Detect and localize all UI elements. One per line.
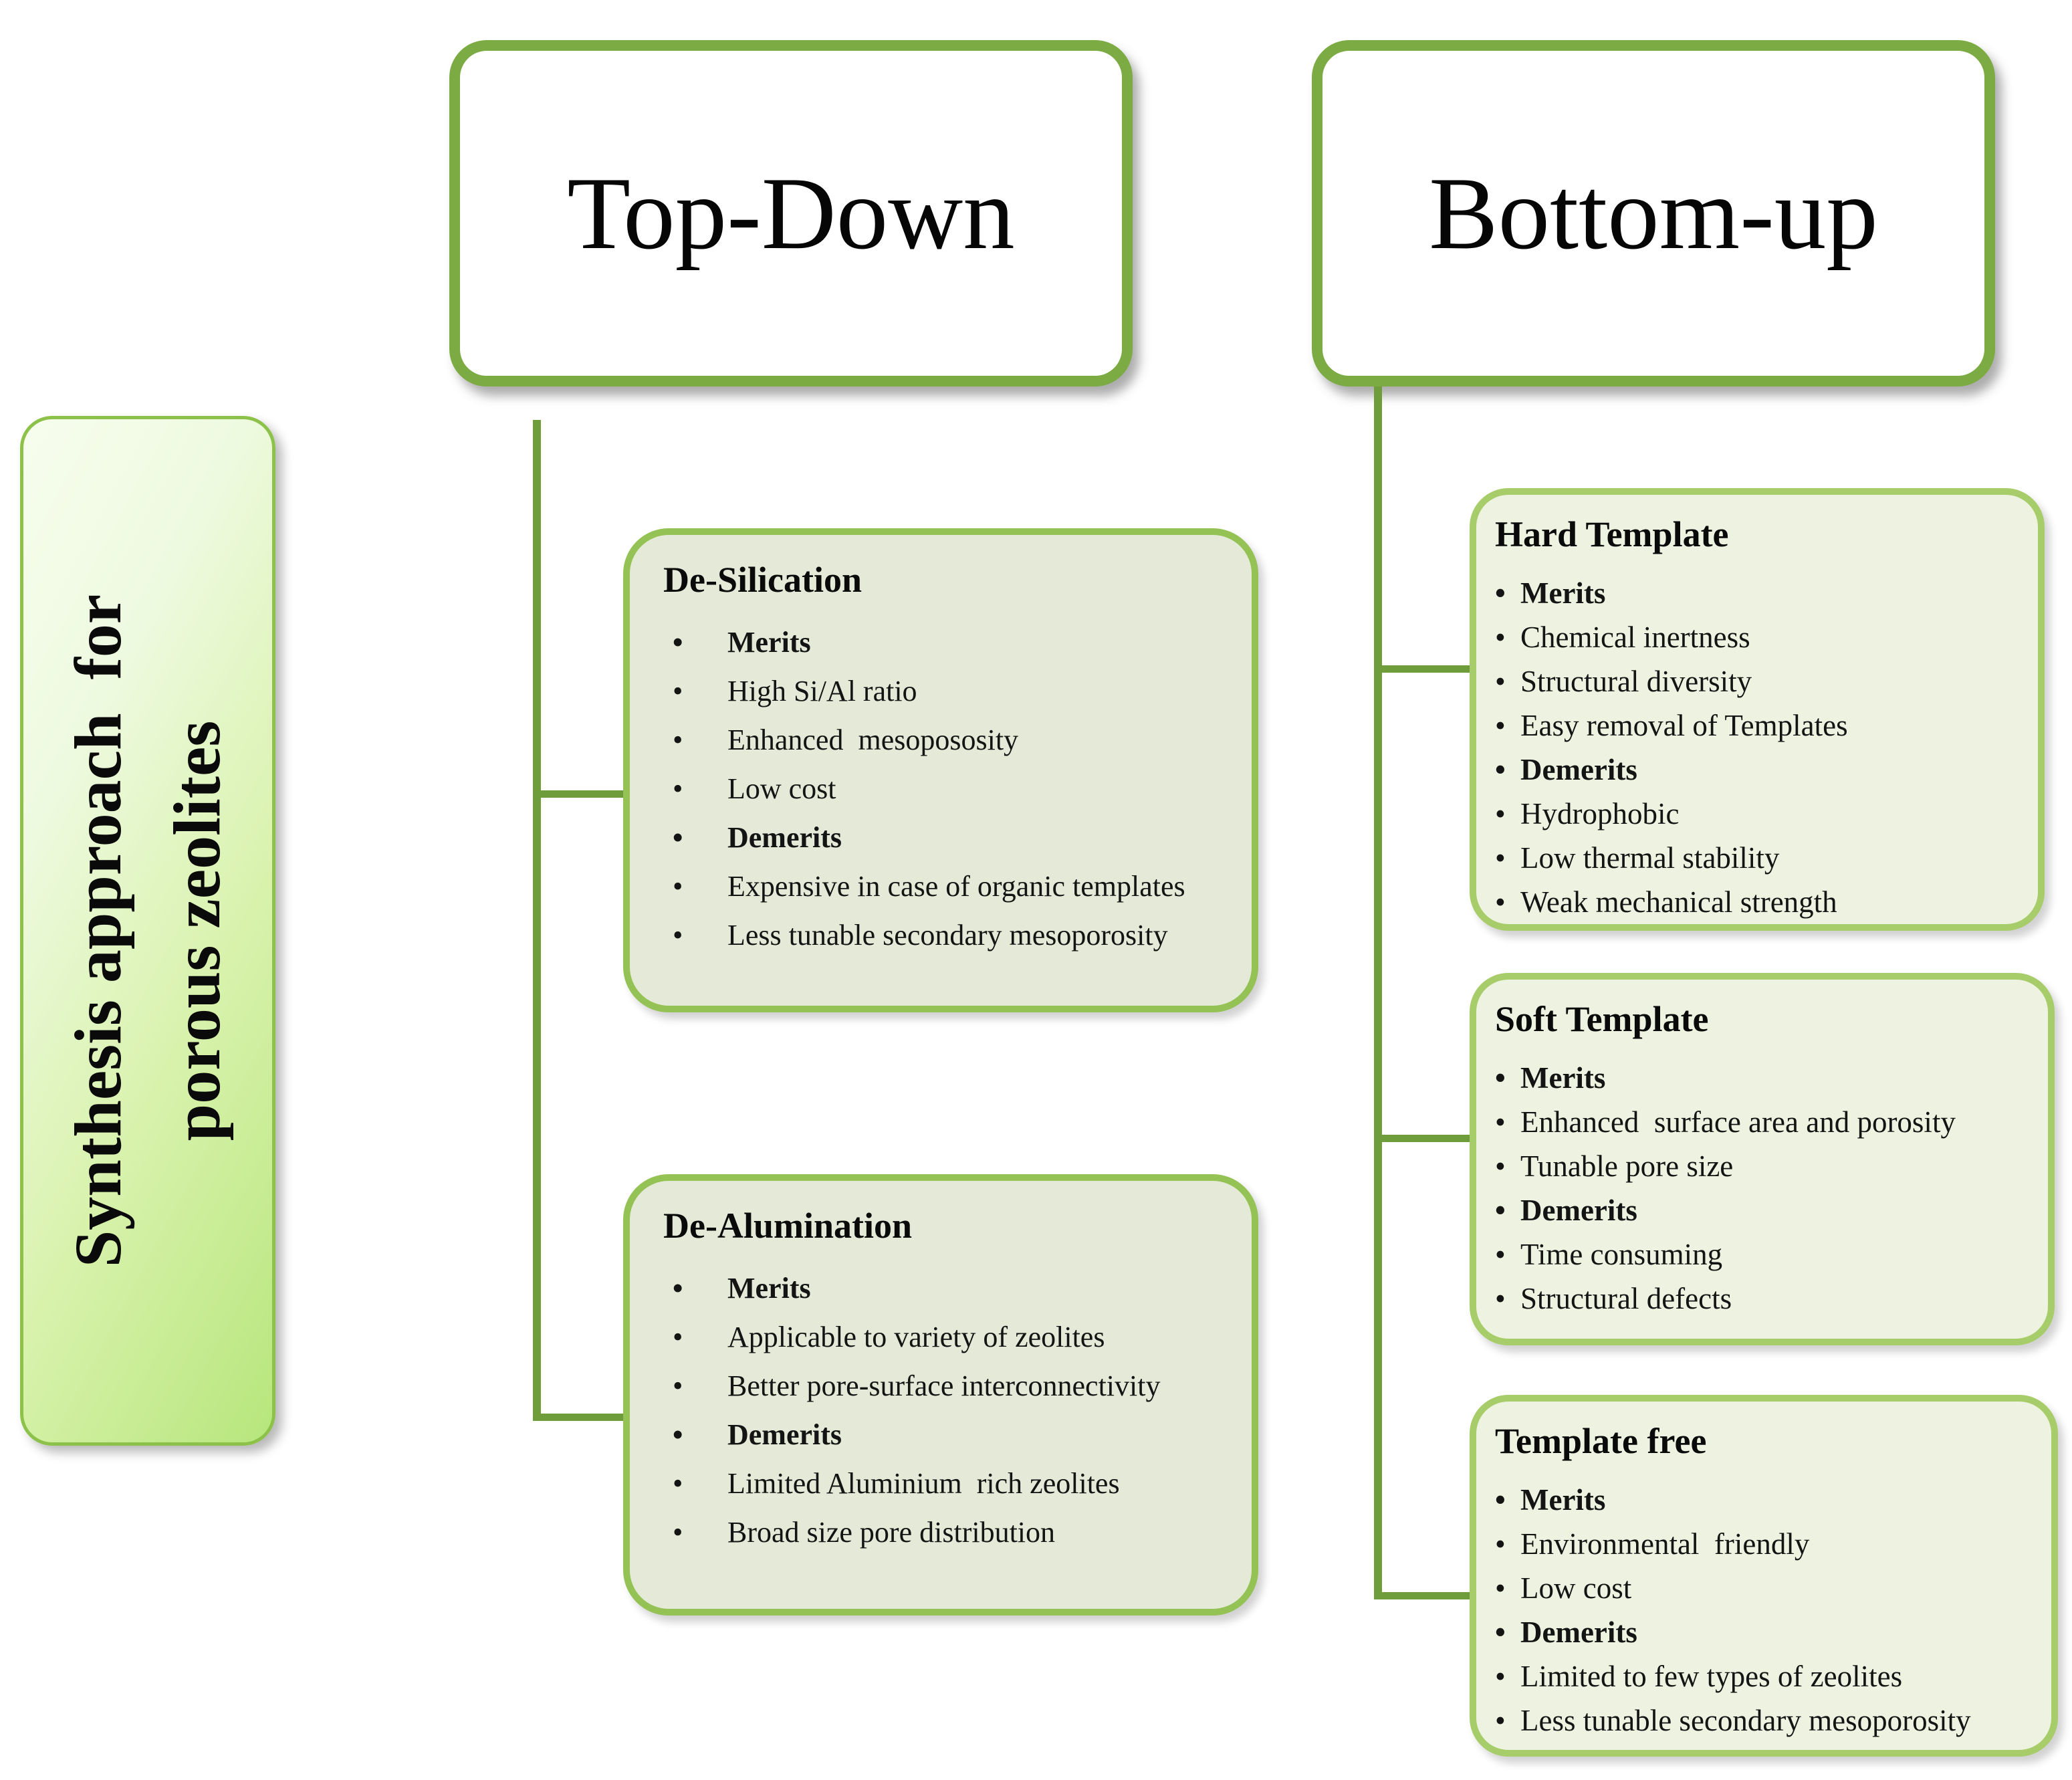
list-item: Weak mechanical strength (1495, 880, 2025, 924)
list-item: Low thermal stability (1495, 836, 2025, 880)
list-item: Applicable to variety of zeolites (663, 1313, 1232, 1361)
box-de-alumination: De-Alumination Merits Applicable to vari… (623, 1174, 1258, 1616)
box-hard-template: Hard Template Merits Chemical inertness … (1470, 488, 2045, 931)
list-item: Merits (1495, 1056, 2035, 1100)
header-bottom-up: Bottom-up (1312, 40, 1995, 386)
list-item: Structural diversity (1495, 659, 2025, 703)
side-title-text: Synthesis approach for porous zeolites (49, 419, 247, 1442)
connector-branch-soft-template (1378, 1135, 1472, 1142)
list-item: Enhanced mesopososity (663, 715, 1232, 764)
list-item: Tunable pore size (1495, 1144, 2035, 1188)
list-item: Low cost (663, 764, 1232, 813)
list-item: Limited to few types of zeolites (1495, 1654, 2038, 1698)
header-top-down: Top-Down (449, 40, 1133, 386)
box-de-alumination-list: Merits Applicable to variety of zeolites… (663, 1264, 1232, 1557)
list-item: Time consuming (1495, 1232, 2035, 1276)
side-title-line2: porous zeolites (160, 720, 234, 1141)
list-item: High Si/Al ratio (663, 667, 1232, 715)
list-item: Merits (663, 618, 1232, 667)
list-item: Demerits (1495, 1610, 2038, 1654)
box-template-free-title: Template free (1495, 1421, 1707, 1461)
list-item: Less tunable secondary mesoporosity (663, 911, 1232, 960)
box-hard-template-title: Hard Template (1495, 514, 1729, 554)
list-item: Expensive in case of organic templates (663, 862, 1232, 911)
box-de-alumination-title: De-Alumination (663, 1206, 913, 1246)
box-soft-template-title: Soft Template (1495, 999, 1709, 1039)
connector-branch-de-silication (537, 790, 625, 798)
list-item: Structural defects (1495, 1276, 2035, 1321)
list-item: Chemical inertness (1495, 615, 2025, 659)
list-item: Environmental friendly (1495, 1522, 2038, 1566)
header-bottom-up-label: Bottom-up (1429, 155, 1878, 271)
list-item: Demerits (1495, 748, 2025, 792)
list-item: Merits (663, 1264, 1232, 1313)
box-template-free-list: Merits Environmental friendly Low cost D… (1495, 1478, 2038, 1743)
connector-bottom-up-trunk (1374, 386, 1382, 1599)
side-title-panel: Synthesis approach for porous zeolites (20, 416, 275, 1446)
list-item: Limited Aluminium rich zeolites (663, 1459, 1232, 1508)
list-item: Merits (1495, 1478, 2038, 1522)
list-item: Less tunable secondary mesoporosity (1495, 1698, 2038, 1743)
side-title-line1: Synthesis approach for (61, 594, 135, 1268)
list-item: Easy removal of Templates (1495, 703, 2025, 748)
box-soft-template: Soft Template Merits Enhanced surface ar… (1470, 973, 2055, 1345)
list-item: Hydrophobic (1495, 792, 2025, 836)
list-item: Enhanced surface area and porosity (1495, 1100, 2035, 1144)
list-item: Demerits (663, 813, 1232, 862)
connector-branch-hard-template (1378, 665, 1472, 673)
list-item: Broad size pore distribution (663, 1508, 1232, 1557)
box-de-silication-title: De-Silication (663, 560, 862, 600)
list-item: Demerits (663, 1410, 1232, 1459)
box-de-silication-list: Merits High Si/Al ratio Enhanced mesopos… (663, 618, 1232, 960)
connector-top-down-trunk (533, 420, 541, 1421)
list-item: Better pore-surface interconnectivity (663, 1361, 1232, 1410)
list-item: Demerits (1495, 1188, 2035, 1232)
list-item: Low cost (1495, 1566, 2038, 1610)
box-template-free: Template free Merits Environmental frien… (1470, 1395, 2058, 1757)
connector-branch-template-free (1374, 1592, 1472, 1599)
box-soft-template-list: Merits Enhanced surface area and porosit… (1495, 1056, 2035, 1321)
connector-branch-de-alumination (533, 1414, 625, 1421)
box-de-silication: De-Silication Merits High Si/Al ratio En… (623, 528, 1258, 1012)
list-item: Merits (1495, 571, 2025, 615)
box-hard-template-list: Merits Chemical inertness Structural div… (1495, 571, 2025, 924)
header-top-down-label: Top-Down (567, 155, 1015, 271)
